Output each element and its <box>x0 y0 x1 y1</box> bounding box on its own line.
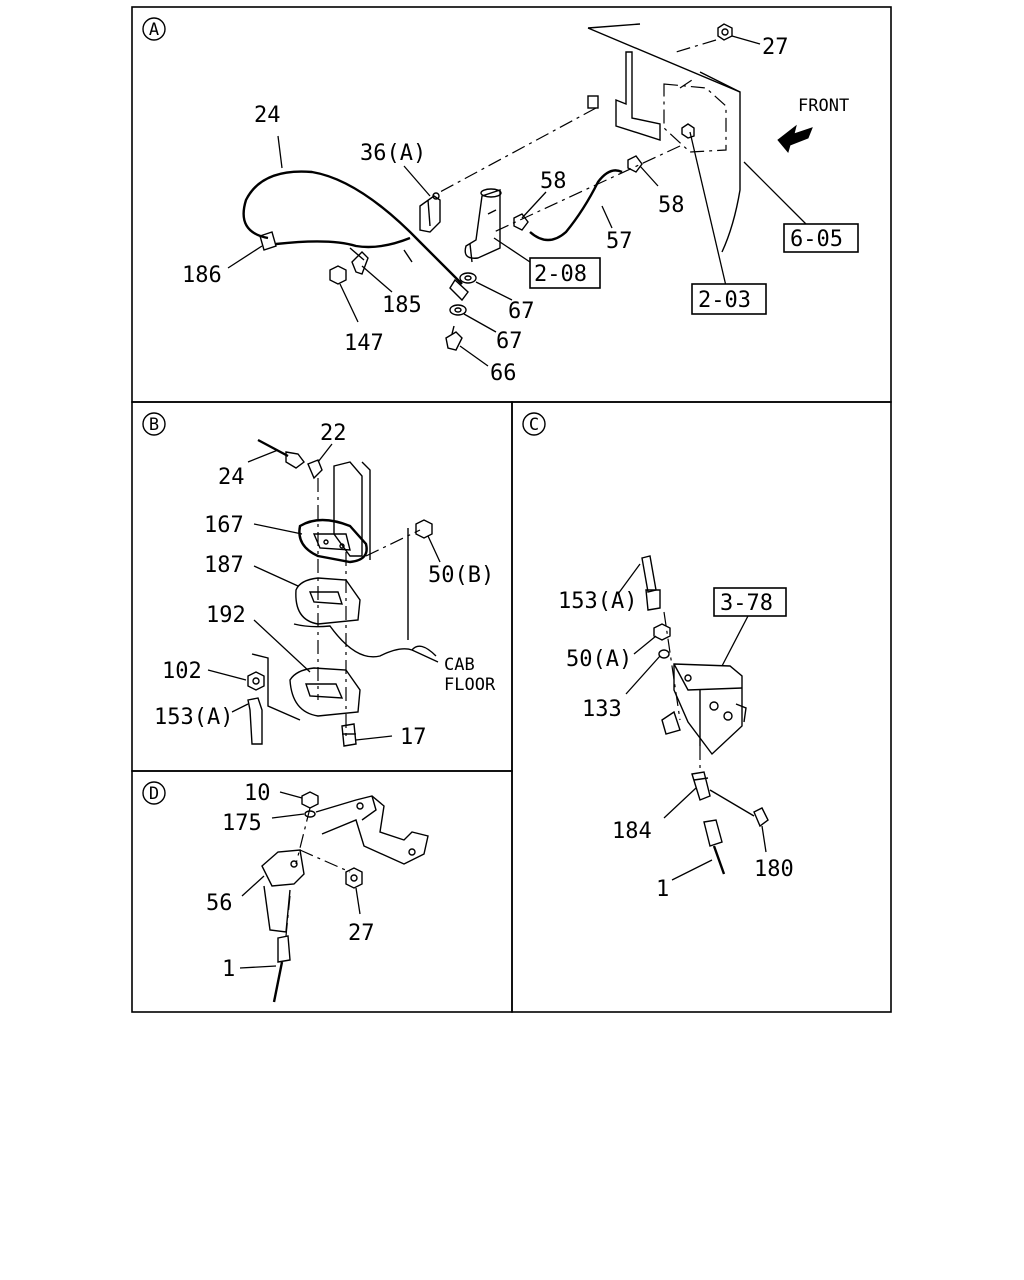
hose-57 <box>529 169 623 242</box>
nut-27-d <box>345 867 363 889</box>
label-180: 180 <box>754 857 794 882</box>
section-d-frame <box>131 770 513 1013</box>
label-208: 2-08 <box>534 262 587 287</box>
label-24-b: 24 <box>218 465 245 490</box>
bracket-56 <box>261 849 305 933</box>
section-a-badge: A <box>142 17 166 41</box>
cab-floor-outline <box>293 528 437 658</box>
frames <box>131 6 892 1013</box>
label-67-upper: 67 <box>508 299 535 324</box>
label-22: 22 <box>320 421 347 446</box>
section-c-frame <box>511 401 892 1013</box>
label-378: 3-78 <box>720 591 773 616</box>
label-133: 133 <box>582 697 622 722</box>
hose-24 <box>242 170 469 302</box>
section-c-drawing: 153(A) 3-78 50(A) 133 <box>558 555 794 902</box>
label-36a: 36(A) <box>360 141 426 166</box>
label-58-right: 58 <box>658 193 685 218</box>
label-187: 187 <box>204 553 244 578</box>
bolt-17 <box>341 723 357 747</box>
bracket-167 <box>298 461 371 564</box>
bracket-d-main <box>315 795 429 865</box>
label-10: 10 <box>244 781 271 806</box>
washer-133 <box>658 649 670 659</box>
nut-10 <box>301 791 319 809</box>
section-d-drawing: 10 175 56 27 <box>206 781 429 1003</box>
label-186: 186 <box>182 263 222 288</box>
label-17: 17 <box>400 725 427 750</box>
fitting-22 <box>307 459 323 480</box>
label-167: 167 <box>204 513 244 538</box>
label-192: 192 <box>206 603 246 628</box>
label-57: 57 <box>606 229 633 254</box>
label-66: 66 <box>490 361 517 386</box>
front-arrow-icon <box>777 124 813 154</box>
label-24-a: 24 <box>254 103 281 128</box>
bracket-36a <box>419 192 441 233</box>
label-153a-b: 153(A) <box>154 705 233 730</box>
label-27-a: 27 <box>762 35 789 60</box>
label-56: 56 <box>206 891 233 916</box>
washer-67-upper <box>459 272 477 284</box>
tank-bolt <box>681 123 695 139</box>
fitting-184 <box>691 771 711 801</box>
section-d-badge: D <box>142 781 166 805</box>
nut-147 <box>329 265 347 285</box>
section-d-letter: D <box>149 784 159 804</box>
hose-end-24-b <box>257 438 305 469</box>
ref-box-378 <box>713 587 787 617</box>
label-102: 102 <box>162 659 202 684</box>
pipe-1-d <box>272 935 291 1003</box>
section-b-badge: B <box>142 412 166 436</box>
bolt-153a-c <box>641 555 661 611</box>
section-b-drawing: 24 22 167 187 <box>154 421 496 750</box>
label-185: 185 <box>382 293 422 318</box>
section-a-drawing: FRONT 27 24 1 <box>182 23 859 386</box>
label-floor: FLOOR <box>444 675 496 695</box>
section-a-letter: A <box>149 20 159 40</box>
bracket-378 <box>661 663 747 756</box>
nut-27-a <box>717 23 733 41</box>
label-50b: 50(B) <box>428 563 494 588</box>
section-c-badge: C <box>522 412 546 436</box>
plate-192 <box>251 653 361 721</box>
clamp-58-right <box>627 155 643 173</box>
label-27-d: 27 <box>348 921 375 946</box>
bolt-153a-b <box>247 697 263 745</box>
label-153a-c: 153(A) <box>558 589 637 614</box>
washer-67-lower <box>449 304 467 316</box>
label-147: 147 <box>344 331 384 356</box>
label-front: FRONT <box>798 96 849 116</box>
label-203: 2-03 <box>698 288 751 313</box>
label-cab: CAB <box>444 655 475 675</box>
plate-187 <box>295 577 361 625</box>
clamp-58-left <box>513 213 529 231</box>
label-184: 184 <box>612 819 652 844</box>
label-50a: 50(A) <box>566 647 632 672</box>
master-cylinder <box>464 188 502 263</box>
bolt-66 <box>445 325 463 351</box>
nut-102 <box>247 671 265 691</box>
pipe-1-c <box>703 819 726 875</box>
label-605: 6-05 <box>790 227 843 252</box>
section-c-letter: C <box>529 415 539 435</box>
fitting-180 <box>753 807 769 828</box>
nut-50a <box>653 623 671 641</box>
washer-175 <box>304 810 316 818</box>
nut-50b <box>415 519 433 539</box>
ref-box-203 <box>691 283 767 315</box>
label-1-d: 1 <box>222 957 235 982</box>
reservoir-tank <box>587 23 741 253</box>
label-58-left: 58 <box>540 169 567 194</box>
ref-box-208 <box>529 257 601 289</box>
ref-box-605 <box>783 223 859 253</box>
section-b-letter: B <box>149 415 159 435</box>
label-1-c: 1 <box>656 877 669 902</box>
label-67-lower: 67 <box>496 329 523 354</box>
label-175: 175 <box>222 811 262 836</box>
